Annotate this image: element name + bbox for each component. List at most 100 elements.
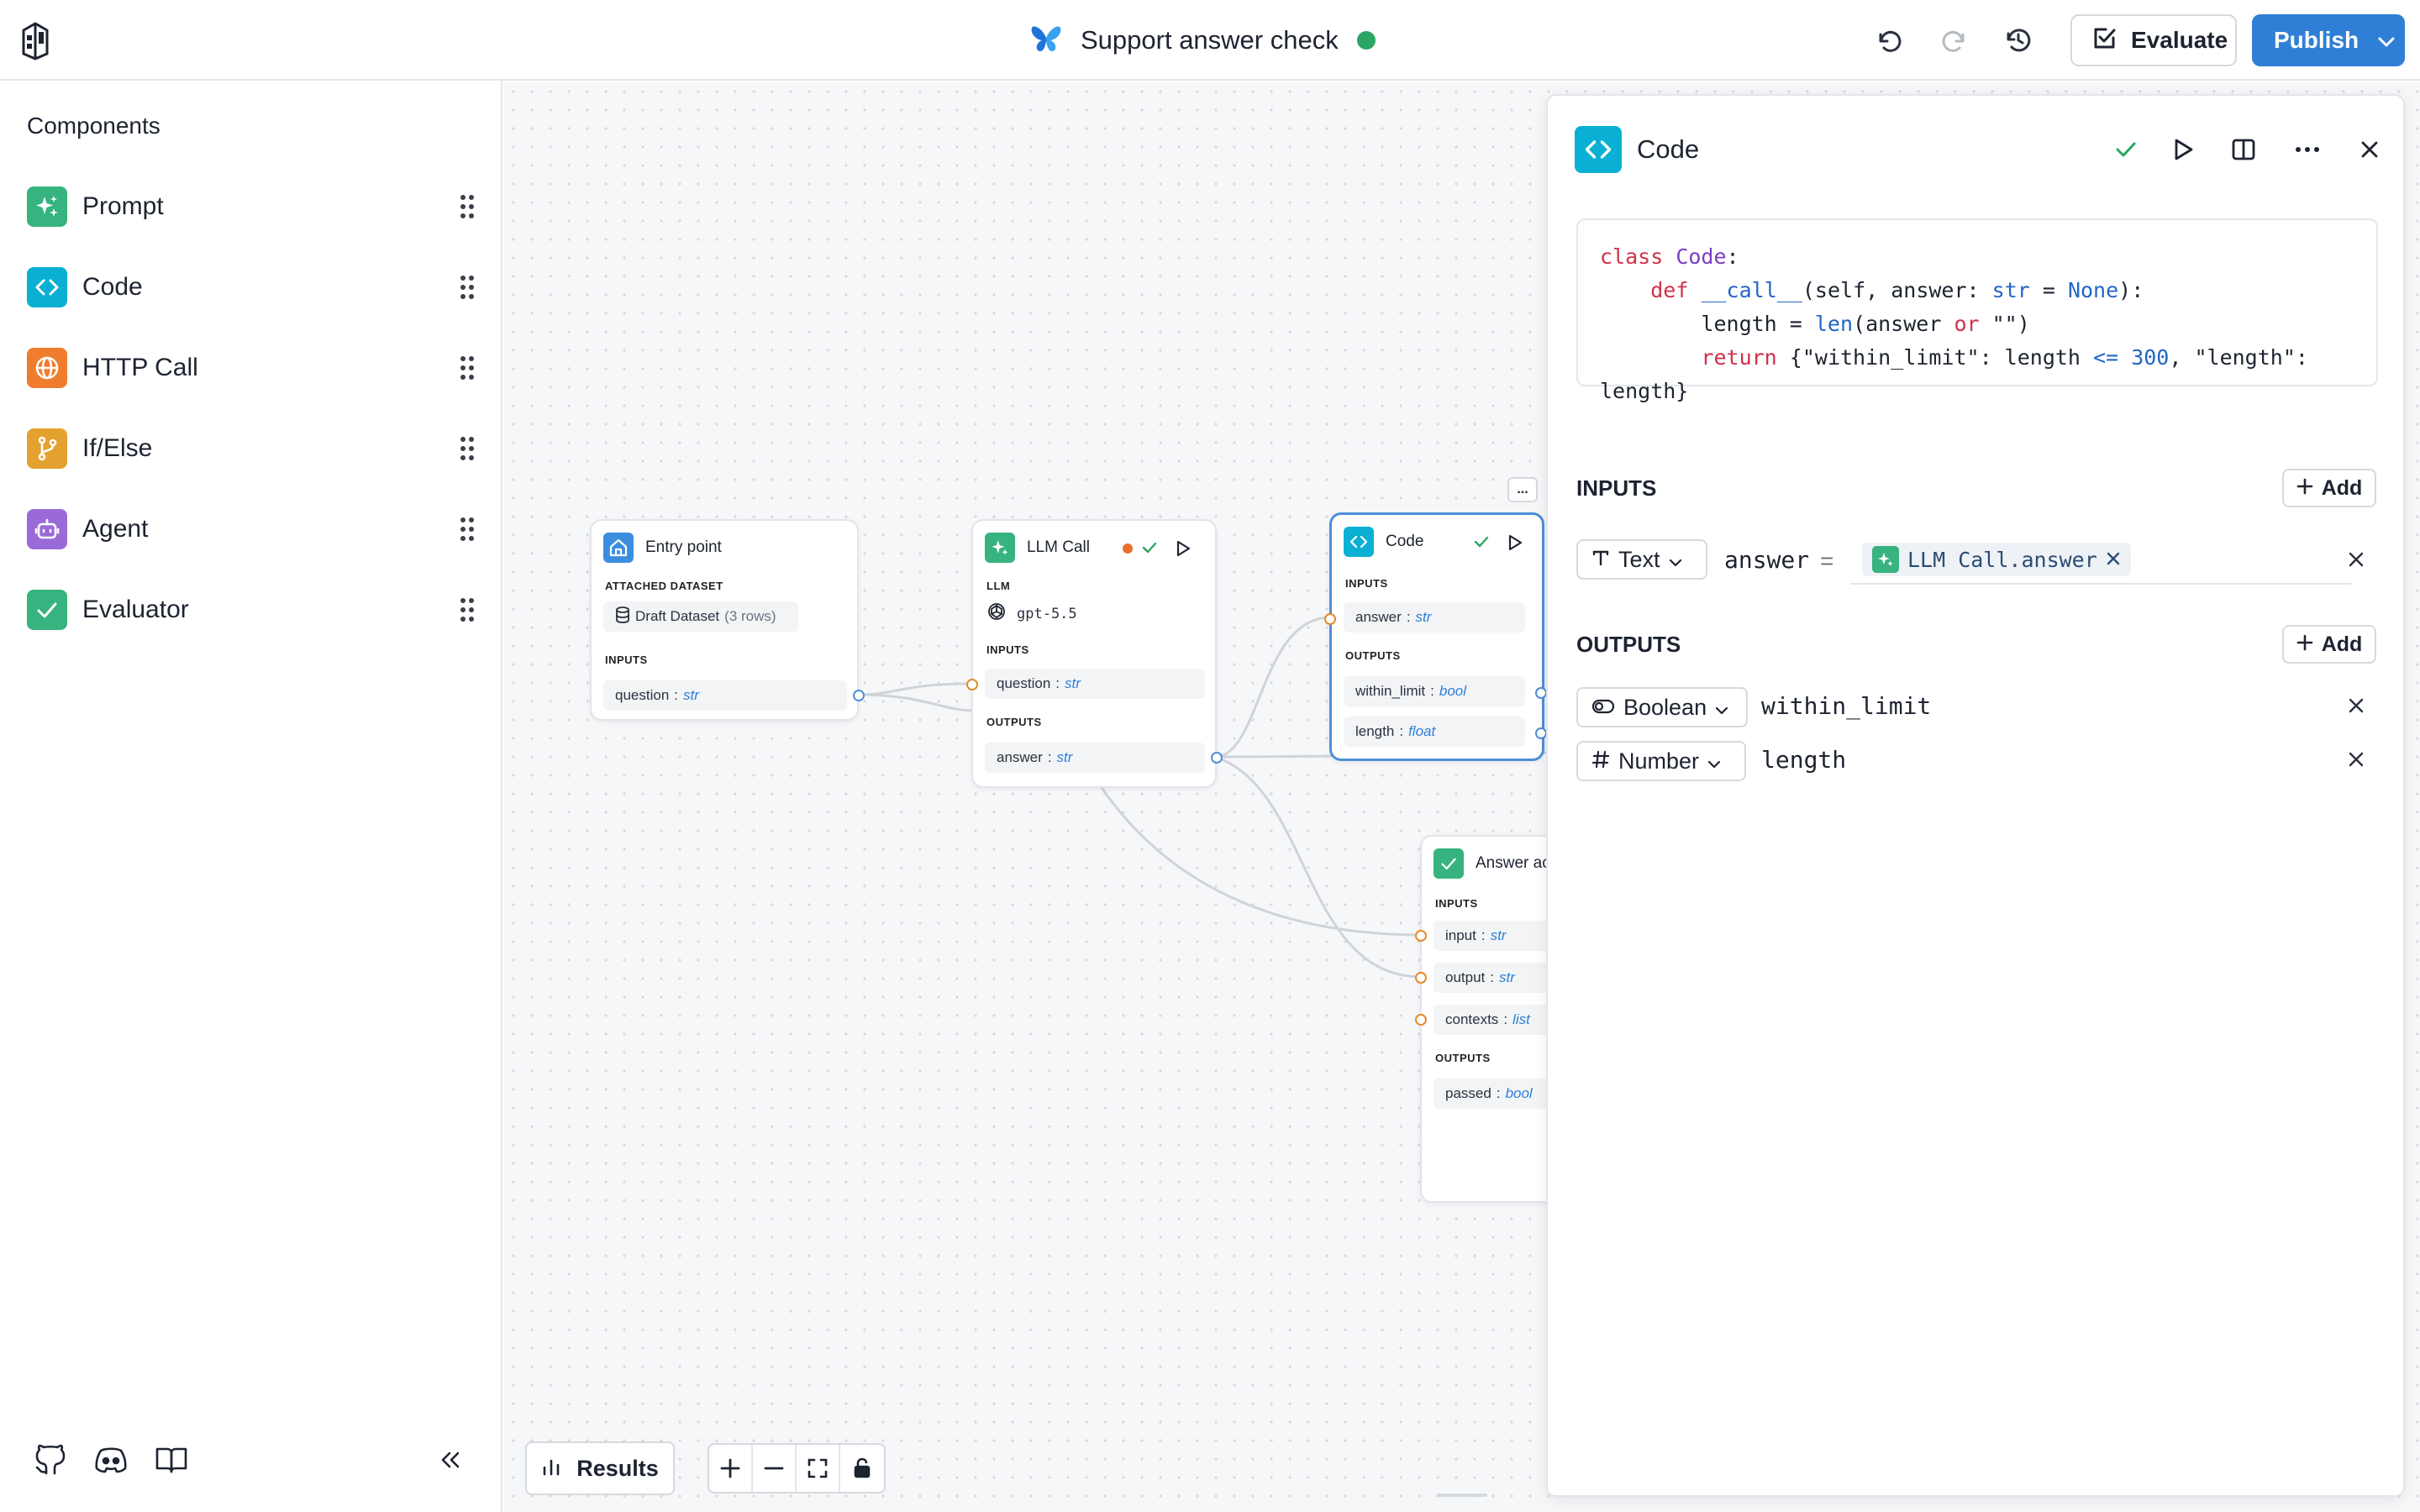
book-icon[interactable] [153,1441,190,1478]
reference-chip[interactable]: LLM Call.answer [1862,543,2131,576]
chevron-down-icon [2377,27,2396,54]
equals-sign: = [1820,548,1834,574]
input-type-select[interactable]: Text [1576,539,1707,580]
drag-handle-icon[interactable] [459,274,476,301]
node-llm-call[interactable]: LLM Call LLM gpt-5.5 INPUTS question: st… [966,519,1223,788]
resize-handle[interactable] [1437,1494,1487,1497]
plus-icon [2296,476,2313,501]
chevron-down-icon [1707,748,1721,774]
node-header: Entry point [603,533,722,563]
sparkle-icon [985,533,1015,563]
input-port[interactable] [1324,613,1336,625]
input-field-answer[interactable]: answer: str [1344,602,1525,633]
input-name[interactable]: answer [1724,546,1810,574]
more-options-icon[interactable] [2291,133,2324,166]
publish-button[interactable]: Publish [2252,14,2405,66]
code-line: return {"within_limit": length <= 300, "… [1701,345,2308,370]
discord-icon[interactable] [92,1441,129,1478]
code-icon [1575,126,1622,173]
model-selector[interactable]: gpt-5.5 [986,601,1077,626]
node-header: Answer ac [1434,848,1550,879]
output-field-within-limit[interactable]: within_limit: bool [1344,676,1525,706]
bar-chart-icon [541,1456,561,1482]
evaluate-button[interactable]: Evaluate [2070,14,2237,66]
component-item-prompt[interactable]: Prompt [27,183,476,230]
code-line: class Code: [1600,244,1739,269]
remove-output-icon[interactable] [2344,694,2368,717]
drag-handle-icon[interactable] [459,435,476,462]
github-icon[interactable] [32,1441,69,1478]
node-more-button[interactable]: ... [1507,477,1538,502]
chevron-down-icon [1715,695,1728,721]
inputs-heading: INPUTS [1576,475,1657,501]
component-item-agent[interactable]: Agent [27,506,476,553]
run-icon[interactable] [1507,533,1523,556]
output-field-answer[interactable]: answer: str [985,743,1205,773]
drag-handle-icon[interactable] [459,516,476,543]
output-port[interactable] [853,690,865,701]
code-line: def __call__(self, answer: str = None): [1650,278,2144,302]
hash-icon [1591,748,1610,774]
input-port[interactable] [966,679,978,690]
remove-reference-icon[interactable] [2106,548,2121,572]
output-field-length[interactable]: length: float [1344,717,1525,747]
edge-llm-to-evaluator-input [1099,785,1423,937]
outputs-heading: OUTPUTS [1576,632,1681,657]
component-item-code[interactable]: Code [27,264,476,311]
undo-icon[interactable] [1870,22,1907,59]
input-port[interactable] [1415,1014,1427,1026]
remove-output-icon[interactable] [2344,748,2368,771]
run-icon[interactable] [1175,539,1192,562]
text-type-icon [1591,547,1610,573]
check-icon [1473,533,1490,554]
output-type-select-number[interactable]: Number [1576,741,1746,781]
input-field-question[interactable]: question: str [985,669,1205,699]
close-icon[interactable] [2353,133,2386,166]
component-item-evaluator[interactable]: Evaluator [27,586,476,633]
input-port[interactable] [1415,972,1427,984]
node-header: LLM Call [985,533,1090,563]
remove-input-icon[interactable] [2344,548,2368,571]
plus-icon [2296,633,2313,657]
output-name[interactable]: within_limit [1761,692,1932,720]
add-output-button[interactable]: Add [2282,625,2376,664]
output-name[interactable]: length [1761,746,1847,774]
app-logo-icon[interactable] [17,20,54,60]
panel-title[interactable]: Code [1637,134,1700,164]
openai-icon [986,601,1007,626]
input-field-question[interactable]: question: str [603,680,847,711]
node-entry-point[interactable]: Entry point ATTACHED DATASET Draft Datas… [590,519,865,721]
fit-view-icon[interactable] [797,1445,840,1492]
sparkle-icon [27,186,67,227]
drag-handle-icon[interactable] [459,354,476,381]
output-port[interactable] [1535,687,1547,699]
output-port[interactable] [1211,752,1223,764]
project-title[interactable]: Support answer check [1081,25,1339,55]
redo-icon[interactable] [1936,22,1973,59]
input-port[interactable] [1415,930,1427,942]
component-item-http-call[interactable]: HTTP Call [27,344,476,391]
dataset-chip[interactable]: Draft Dataset (3 rows) [603,601,798,632]
component-item-if-else[interactable]: If/Else [27,425,476,472]
output-type-select-boolean[interactable]: Boolean [1576,687,1748,727]
add-input-button[interactable]: Add [2282,469,2376,507]
code-line: length = len(answer or "") [1600,312,2030,336]
zoom-out-icon[interactable] [753,1445,797,1492]
split-view-icon[interactable] [2227,133,2260,166]
history-icon[interactable] [2000,22,2037,59]
code-editor[interactable]: class Code: def __call__(self, answer: s… [1576,218,2378,403]
zoom-in-icon[interactable] [709,1445,753,1492]
check-icon [1141,539,1158,560]
check-icon [1434,848,1464,879]
project-title-group: Support answer check [1030,22,1376,59]
node-code[interactable]: Code INPUTS answer: str OUTPUTS within_l… [1324,512,1547,761]
lock-icon[interactable] [840,1445,884,1492]
chevron-down-icon [1669,547,1682,573]
collapse-sidebar-icon[interactable] [432,1441,469,1478]
drag-handle-icon[interactable] [459,596,476,623]
results-button[interactable]: Results [525,1441,675,1495]
output-port[interactable] [1535,727,1547,739]
drag-handle-icon[interactable] [459,193,476,220]
unsaved-dot [1123,543,1133,554]
run-icon[interactable] [2166,133,2200,166]
